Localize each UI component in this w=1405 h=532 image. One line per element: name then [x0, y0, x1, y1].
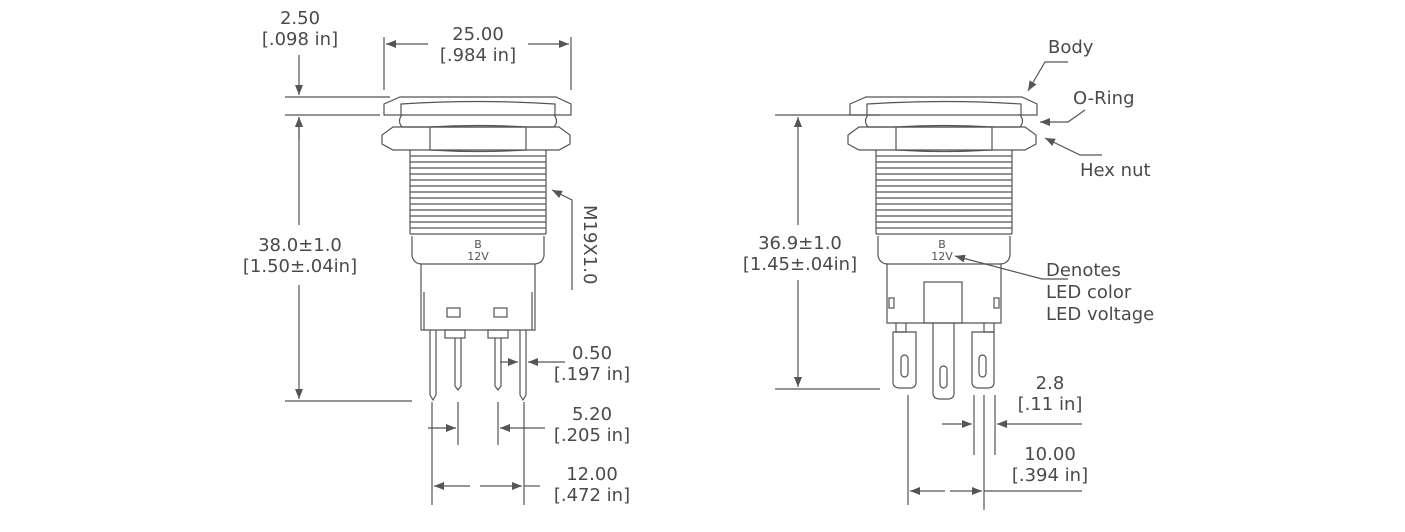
- thread: [409, 150, 547, 235]
- front-dimensions: [285, 37, 573, 505]
- front-marking: B 12V: [458, 239, 498, 263]
- pin-thickness-mm: 0.50: [571, 343, 613, 364]
- denotes-line-1: Denotes: [1046, 260, 1121, 281]
- terminal-width-mm: 2.8: [1035, 373, 1065, 394]
- pin-spacing-inner-mm: 5.20: [571, 404, 613, 425]
- terminal-spacing-label: 10.00 [.394 in]: [1005, 444, 1095, 486]
- marking-voltage: 12V: [467, 250, 489, 263]
- terminal-width-label: 2.8 [.11 in]: [1010, 373, 1090, 415]
- overall-length-inch: [1.50±.04in]: [242, 256, 358, 277]
- denotes-callout: Denotes LED color LED voltage: [1046, 260, 1154, 326]
- side-marking-voltage: 12V: [931, 250, 953, 263]
- thread: [875, 150, 1013, 235]
- side-marking: B 12V: [922, 239, 962, 263]
- terminal-spacing-inch: [.394 in]: [1011, 465, 1089, 486]
- pin-spacing-outer-inch: [.472 in]: [553, 485, 631, 506]
- marking-color-code: B: [474, 238, 482, 251]
- pin-thickness-inch: [.197 in]: [553, 364, 631, 385]
- denotes-line-3: LED voltage: [1046, 304, 1155, 325]
- head-diameter-mm: 25.00: [452, 24, 504, 45]
- head-thickness-label: 2.50 [.098 in]: [255, 8, 345, 50]
- denotes-line-2: LED color: [1046, 282, 1132, 303]
- pin-spacing-inner-label: 5.20 [.205 in]: [548, 404, 636, 446]
- pin-thickness-label: 0.50 [.197 in]: [548, 343, 636, 385]
- pin-spacing-outer-mm: 12.00: [566, 464, 618, 485]
- side-dimensions: [775, 61, 1102, 510]
- head-diameter-label: 25.00 [.984 in]: [428, 24, 528, 66]
- front-view-switch: [381, 96, 572, 402]
- side-overall-length-inch: [1.45±.04in]: [742, 254, 858, 275]
- body-callout: Body: [1048, 37, 1094, 58]
- overall-length-mm: 38.0±1.0: [258, 235, 342, 256]
- terminal-width-inch: [.11 in]: [1017, 394, 1083, 415]
- head-thickness-inch: [.098 in]: [261, 29, 339, 50]
- oring-callout: O-Ring: [1073, 88, 1135, 109]
- head-thickness-mm: 2.50: [279, 8, 321, 29]
- overall-length-label: 38.0±1.0 [1.50±.04in]: [236, 235, 364, 277]
- side-overall-length-mm: 36.9±1.0: [758, 233, 842, 254]
- side-overall-length-label: 36.9±1.0 [1.45±.04in]: [736, 233, 864, 275]
- side-marking-color-code: B: [938, 238, 946, 251]
- head-diameter-inch: [.984 in]: [439, 45, 517, 66]
- pin-spacing-inner-inch: [.205 in]: [553, 425, 631, 446]
- terminal-spacing-mm: 10.00: [1024, 444, 1076, 465]
- pin-spacing-outer-label: 12.00 [.472 in]: [548, 464, 636, 506]
- thread-label: M19X1.0: [579, 205, 600, 285]
- hexnut-callout: Hex nut: [1080, 160, 1151, 181]
